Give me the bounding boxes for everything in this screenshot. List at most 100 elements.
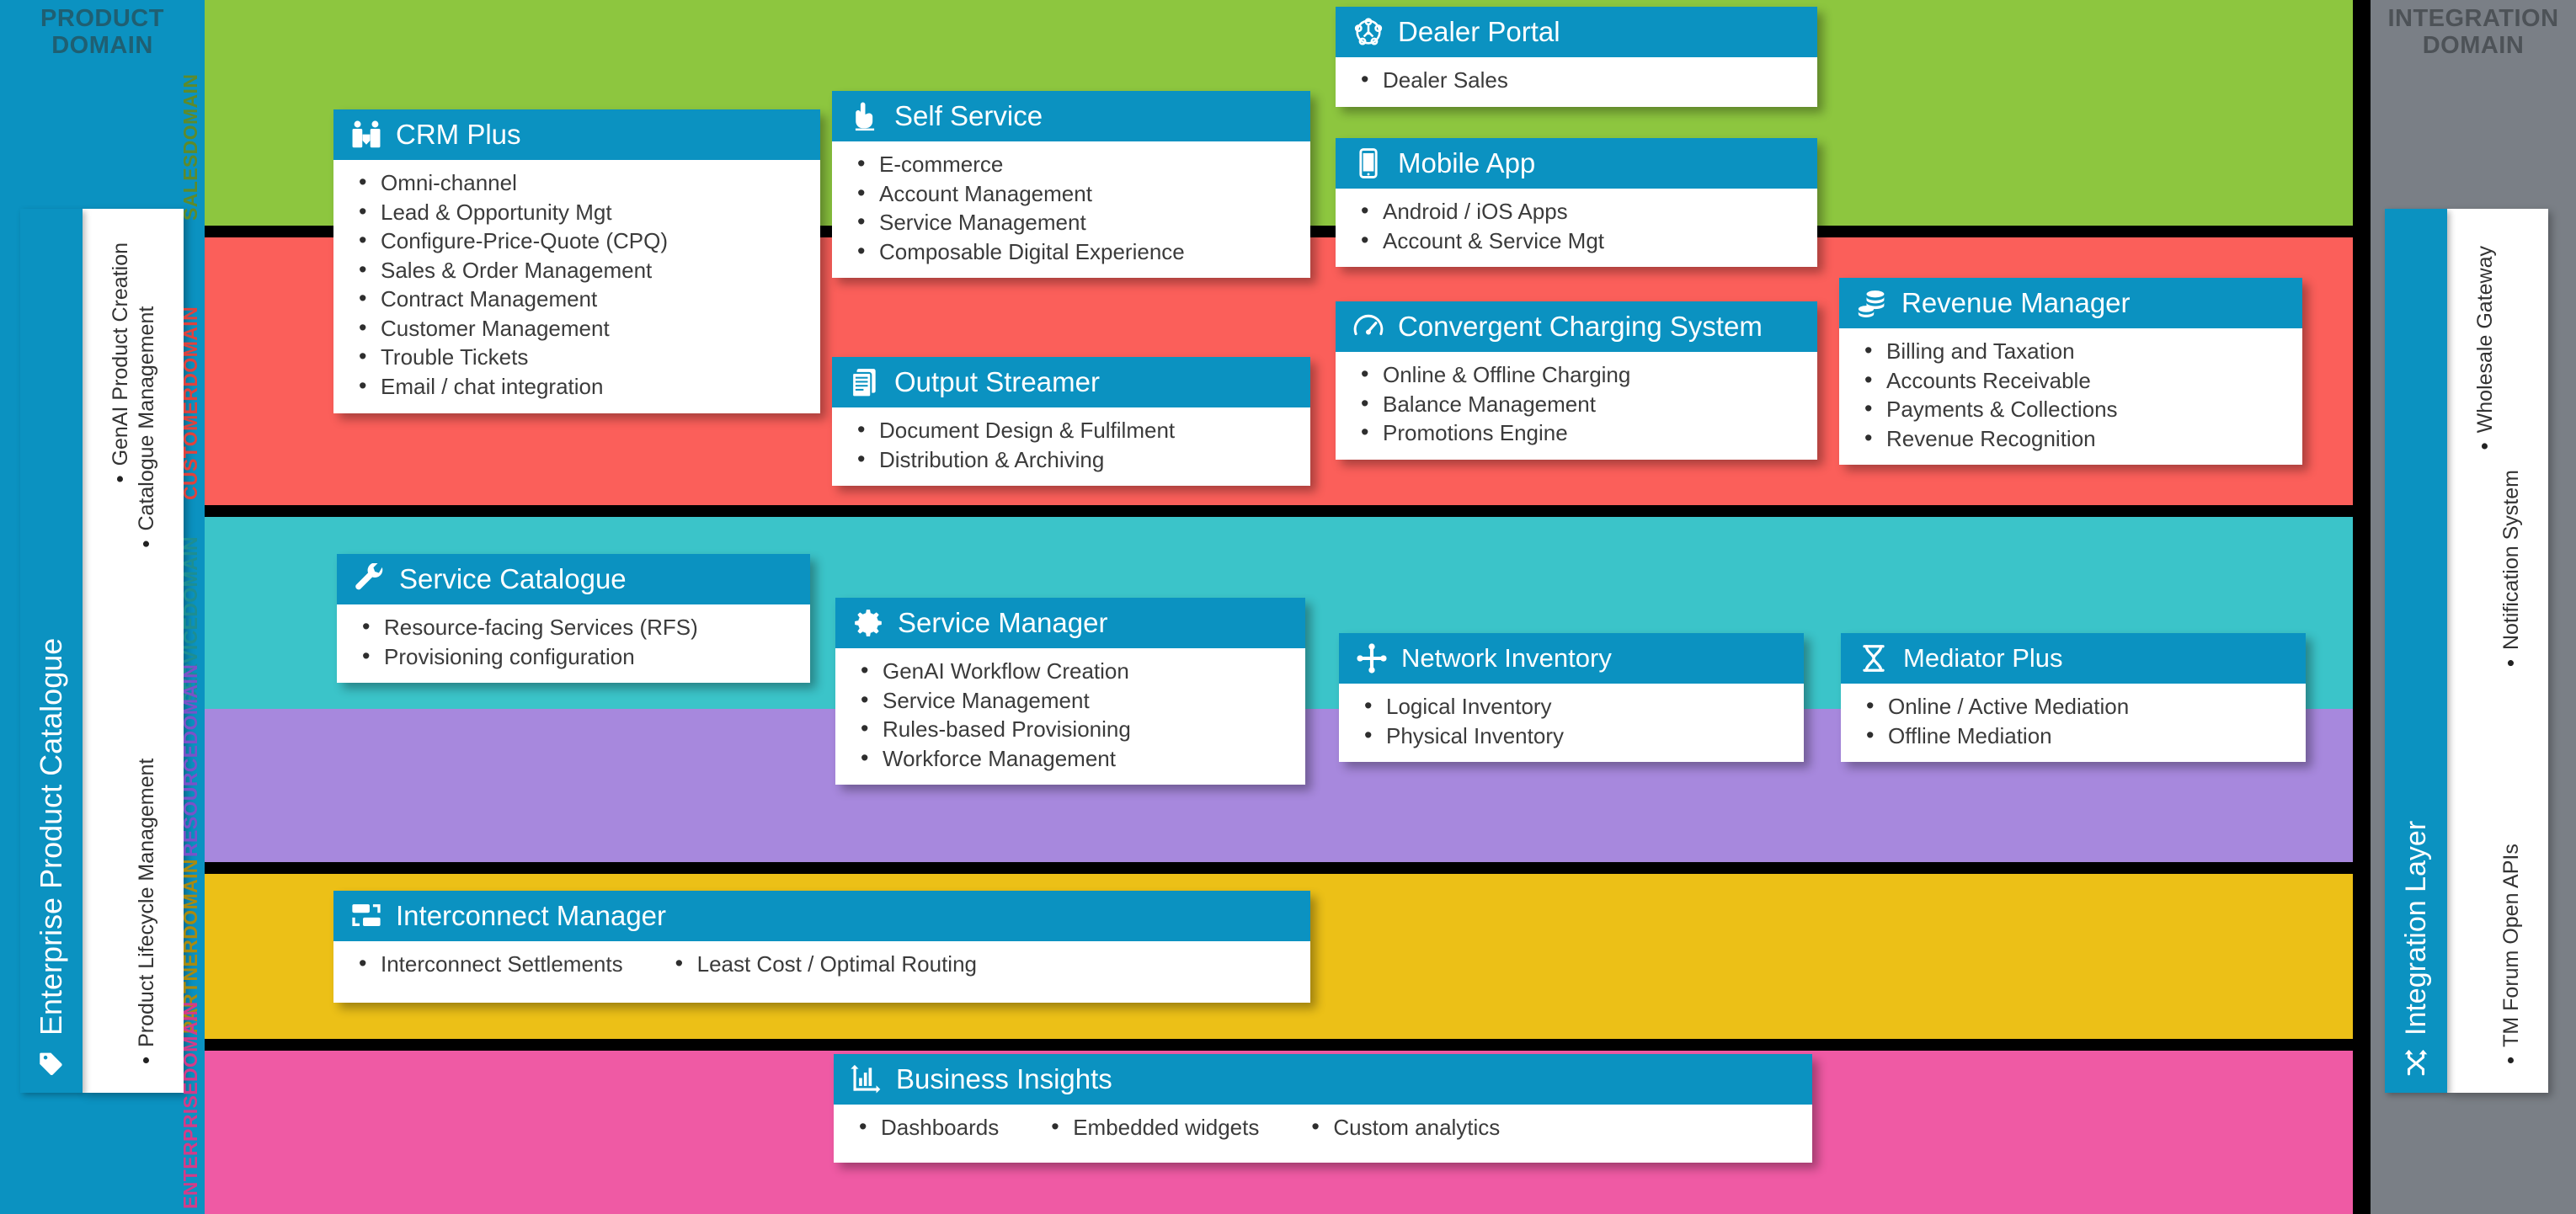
enterprise-product-catalogue-title-strip[interactable]: Enterprise Product Catalogue xyxy=(20,209,83,1093)
list-item: Resource-facing Services (RFS) xyxy=(359,612,788,642)
list-item: Dashboards xyxy=(856,1112,999,1142)
tag-icon xyxy=(40,1052,62,1076)
click-hand-icon xyxy=(855,102,875,131)
smartphone-icon xyxy=(1359,148,1378,178)
list-item: Trouble Tickets xyxy=(355,342,798,372)
card-interconnect-manager-title: Interconnect Manager xyxy=(396,900,667,932)
card-service-manager[interactable]: Service Manager GenAI Workflow Creation … xyxy=(835,598,1305,785)
band-label-customer: CUSTOMER DOMAIN xyxy=(179,237,269,505)
card-service-manager-header: Service Manager xyxy=(835,598,1305,648)
card-dealer-portal-title: Dealer Portal xyxy=(1398,16,1560,48)
band-label-enterprise-line2: DOMAIN xyxy=(179,1001,201,1083)
list-item: Service Management xyxy=(857,685,1283,716)
node-cross-icon xyxy=(1357,643,1387,674)
card-mobile-app-header: Mobile App xyxy=(1336,138,1817,189)
list-item: Sales & Order Management xyxy=(355,255,798,285)
list-item: Customer Management xyxy=(355,313,798,343)
card-output-streamer-title: Output Streamer xyxy=(894,366,1100,398)
list-item: Balance Management xyxy=(1357,389,1795,419)
card-interconnect-manager-header: Interconnect Manager xyxy=(333,891,1310,941)
list-item: Account & Service Mgt xyxy=(1357,226,1795,256)
product-domain-caption-line2: DOMAIN xyxy=(51,32,153,60)
network-nodes-icon xyxy=(1354,18,1383,45)
product-domain-caption-line1: PRODUCT xyxy=(40,5,164,32)
card-business-insights-header: Business Insights xyxy=(834,1054,1812,1105)
list-item: Dealer Sales xyxy=(1357,65,1795,95)
card-interconnect-manager-body: Interconnect Settlements Least Cost / Op… xyxy=(333,941,1310,1003)
card-service-catalogue[interactable]: Service Catalogue Resource-facing Servic… xyxy=(337,554,810,684)
integration-domain-caption-line1: INTEGRATION xyxy=(2387,5,2559,32)
card-network-inventory[interactable]: Network Inventory Logical Inventory Phys… xyxy=(1339,633,1804,763)
coins-icon xyxy=(1858,290,1885,317)
band-label-service: SERVICE DOMAIN xyxy=(179,517,269,709)
card-output-streamer[interactable]: Output Streamer Document Design & Fulfil… xyxy=(832,357,1310,487)
band-label-partner: PARTNER DOMAIN xyxy=(179,859,269,1039)
card-self-service-title: Self Service xyxy=(894,100,1043,132)
integration-domain-caption: INTEGRATION DOMAIN xyxy=(2371,5,2576,60)
list-item: Distribution & Archiving xyxy=(854,445,1288,475)
card-mediator-plus-body: Online / Active Mediation Offline Mediat… xyxy=(1841,684,2306,762)
card-interconnect-manager[interactable]: Interconnect Manager Interconnect Settle… xyxy=(333,891,1310,1003)
card-service-manager-body: GenAI Workflow Creation Service Manageme… xyxy=(835,648,1305,785)
documents-icon xyxy=(851,369,876,398)
card-revenue-manager-header: Revenue Manager xyxy=(1839,278,2302,328)
card-revenue-manager-title: Revenue Manager xyxy=(1901,287,2131,319)
list-item: Service Management xyxy=(854,207,1288,237)
list-item: Interconnect Settlements xyxy=(355,949,623,979)
card-network-inventory-header: Network Inventory xyxy=(1339,633,1804,684)
handshake-icon xyxy=(352,120,381,148)
list-item: GenAI Workflow Creation xyxy=(857,656,1283,686)
card-self-service[interactable]: Self Service E-commerce Account Manageme… xyxy=(832,91,1310,279)
card-business-insights[interactable]: Business Insights Dashboards Embedded wi… xyxy=(834,1054,1812,1163)
band-label-enterprise: ENTERPRISE DOMAIN xyxy=(179,1001,269,1214)
card-service-catalogue-header: Service Catalogue xyxy=(337,554,810,604)
enterprise-product-catalogue-title: Enterprise Product Catalogue xyxy=(34,637,68,1036)
list-item: Document Design & Fulfilment xyxy=(854,415,1288,445)
list-item: Provisioning configuration xyxy=(359,642,788,672)
list-item: Account Management xyxy=(854,178,1288,209)
card-mobile-app-title: Mobile App xyxy=(1398,147,1536,179)
integration-layer-title-strip[interactable]: Integration Layer xyxy=(2385,209,2447,1093)
product-domain-caption: PRODUCT DOMAIN xyxy=(0,5,205,60)
list-item: Workforce Management xyxy=(857,743,1283,774)
list-item: Configure-Price-Quote (CPQ) xyxy=(355,226,798,256)
hourglass-icon xyxy=(1863,645,1885,672)
gear-icon xyxy=(855,610,882,636)
list-item: Rules-based Provisioning xyxy=(857,714,1283,744)
card-crm-plus-header: CRM Plus xyxy=(333,109,820,160)
list-item: Lead & Opportunity Mgt xyxy=(355,197,798,227)
epc-bullet-plm: Product Lifecycle Management xyxy=(133,759,159,1064)
list-item: Billing and Taxation xyxy=(1861,336,2280,366)
bar-chart-icon xyxy=(851,1064,881,1094)
list-item: Physical Inventory xyxy=(1361,721,1782,751)
card-revenue-manager[interactable]: Revenue Manager Billing and Taxation Acc… xyxy=(1839,278,2302,466)
shuffle-icon xyxy=(2404,1049,2428,1076)
card-dealer-portal-body: Dealer Sales xyxy=(1336,57,1817,107)
card-self-service-header: Self Service xyxy=(832,91,1310,141)
enterprise-product-catalogue-card[interactable]: GenAI Product Creation Product Lifecycle… xyxy=(83,209,184,1093)
list-item: Email / chat integration xyxy=(355,371,798,402)
card-mobile-app[interactable]: Mobile App Android / iOS Apps Account & … xyxy=(1336,138,1817,268)
card-revenue-manager-body: Billing and Taxation Accounts Receivable… xyxy=(1839,328,2302,465)
card-convergent-charging-system-body: Online & Offline Charging Balance Manage… xyxy=(1336,352,1817,460)
card-crm-plus-title: CRM Plus xyxy=(396,119,521,151)
card-crm-plus-body: Omni-channel Lead & Opportunity Mgt Conf… xyxy=(333,160,820,413)
wrench-icon xyxy=(355,563,383,590)
list-item: Android / iOS Apps xyxy=(1357,196,1795,226)
card-mobile-app-body: Android / iOS Apps Account & Service Mgt xyxy=(1336,189,1817,267)
card-network-inventory-title: Network Inventory xyxy=(1401,643,1612,674)
card-output-streamer-header: Output Streamer xyxy=(832,357,1310,407)
card-service-catalogue-title: Service Catalogue xyxy=(399,563,627,595)
band-label-resource: RESOURCE DOMAIN xyxy=(179,664,269,862)
integration-layer-card[interactable]: Wholesale Gateway TM Forum Open APIs Not… xyxy=(2447,209,2548,1093)
list-item: Promotions Engine xyxy=(1357,418,1795,448)
card-convergent-charging-system[interactable]: Convergent Charging System Online & Offl… xyxy=(1336,301,1817,460)
list-item: Contract Management xyxy=(355,284,798,314)
card-crm-plus[interactable]: CRM Plus Omni-channel Lead & Opportunity… xyxy=(333,109,820,413)
card-output-streamer-body: Document Design & Fulfilment Distributio… xyxy=(832,407,1310,486)
list-item: Omni-channel xyxy=(355,168,798,198)
card-dealer-portal-header: Dealer Portal xyxy=(1336,7,1817,57)
card-mediator-plus[interactable]: Mediator Plus Online / Active Mediation … xyxy=(1841,633,2306,763)
card-business-insights-body: Dashboards Embedded widgets Custom analy… xyxy=(834,1105,1812,1163)
card-dealer-portal[interactable]: Dealer Portal Dealer Sales xyxy=(1336,7,1817,107)
